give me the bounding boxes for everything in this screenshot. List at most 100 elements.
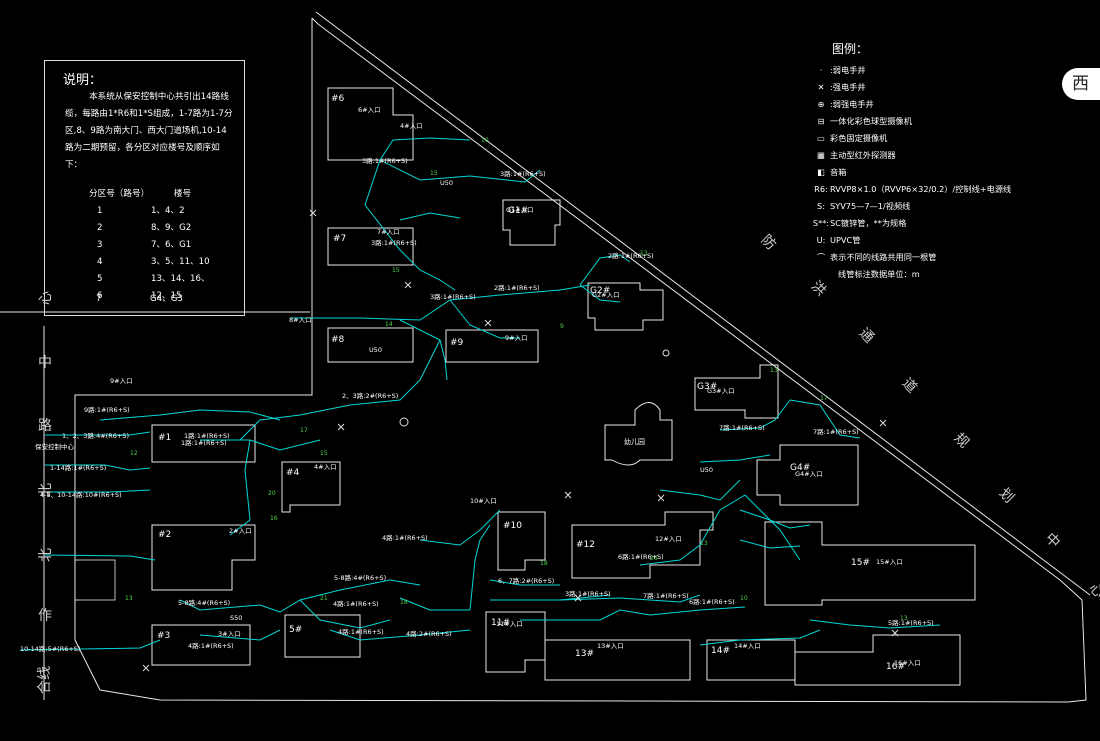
cable-label: 6、7路:2#(R6+S) bbox=[498, 576, 554, 585]
cable-label: U50 bbox=[440, 179, 453, 187]
svg-text:10: 10 bbox=[481, 137, 489, 144]
road-label: 中 bbox=[38, 355, 52, 371]
legend-item-upvc-pipe: U:UPVC管 bbox=[816, 235, 861, 245]
building-label-b1: #1 bbox=[158, 433, 171, 443]
notes-description: 本系统从保安控制中心共引出14路线缆，每路由1*R6和1*S组成，1-7路为1-… bbox=[65, 92, 233, 170]
svg-text:15: 15 bbox=[320, 450, 328, 457]
cable-label: 13#入口 bbox=[597, 642, 624, 650]
building-label-b12: #12 bbox=[576, 540, 595, 550]
cable-label: 6#入口 bbox=[358, 106, 381, 114]
building-label-b14: 14# bbox=[711, 646, 730, 656]
building-label-b16: 16# bbox=[886, 662, 905, 672]
cable-label: 7路:1#(R6+S) bbox=[643, 591, 689, 600]
cable-label: 16#入口 bbox=[894, 659, 921, 667]
svg-text:13: 13 bbox=[640, 250, 648, 257]
cable-label: 2路:1#(R6+S) bbox=[494, 283, 540, 292]
legend-item-strong-well: ✕:强电手井 bbox=[817, 82, 866, 92]
building-1 bbox=[151, 424, 256, 463]
cable-label: 7路:1#(R6+S) bbox=[813, 427, 859, 436]
building-label-b5: 5# bbox=[289, 625, 302, 635]
svg-text:26: 26 bbox=[650, 555, 658, 562]
building-label-b2: #2 bbox=[158, 530, 171, 540]
building-label-b8: #8 bbox=[331, 335, 345, 345]
building-kindergarten bbox=[604, 402, 673, 466]
manhole-marks bbox=[142, 209, 899, 672]
legend-item-fixed-camera: ▭彩色固定摄像机 bbox=[817, 133, 888, 143]
cable-label: 9#入口 bbox=[505, 334, 528, 342]
cable-label: 7#入口 bbox=[377, 228, 400, 236]
cable-label: 3#入口 bbox=[218, 630, 241, 638]
road-label: 作 bbox=[38, 608, 52, 624]
building-12 bbox=[571, 511, 714, 579]
building-5 bbox=[284, 614, 361, 658]
cable-label: 4路:1#(R6+S) bbox=[333, 599, 379, 608]
cable-label: 5路:1#(R6+S) bbox=[888, 618, 934, 627]
cable-label: 1、2、3路:4#(R6+S) bbox=[62, 431, 129, 440]
building-16 bbox=[794, 634, 961, 686]
svg-text:13: 13 bbox=[770, 367, 778, 374]
cable-label: 4#入口 bbox=[314, 463, 337, 471]
cable-label: S50 bbox=[230, 614, 242, 622]
building-11 bbox=[485, 611, 546, 673]
road-label: 路 bbox=[38, 418, 52, 434]
legend-item-r6-cable: R6:RVVP8×1.0（RVVP6×32/0.2）/控制线+电源线 bbox=[814, 184, 1012, 194]
legend-item-sc-pipe: S**:SC镀锌管，**为规格 bbox=[812, 218, 907, 228]
building-label-b10: #10 bbox=[503, 521, 522, 531]
svg-text:18: 18 bbox=[540, 560, 548, 567]
building-3 bbox=[151, 624, 251, 666]
svg-text:13: 13 bbox=[700, 540, 708, 547]
zone-table-header: 分区号（路号） 楼号 bbox=[89, 187, 191, 199]
building-header-label: 楼号 bbox=[173, 189, 192, 199]
building-label-b3: #3 bbox=[157, 631, 170, 641]
building-g1 bbox=[502, 199, 561, 246]
road-label: 心 bbox=[38, 291, 54, 305]
legend-item-shared-pipe: ⌒表示不同的线路共用同一根管 bbox=[816, 252, 937, 262]
building-label-b11: 11# bbox=[491, 618, 510, 628]
road-label: 合线 bbox=[37, 666, 53, 694]
building-7 bbox=[327, 227, 414, 266]
cable-label: 4路:1#(R6+S) bbox=[188, 641, 234, 650]
building-label-b4: #4 bbox=[286, 468, 300, 478]
svg-text:17: 17 bbox=[300, 427, 308, 434]
legend-unit-note: 线管标注数据单位：m bbox=[838, 269, 920, 279]
site-boundary bbox=[74, 17, 1087, 703]
cable-label: 12#入口 bbox=[655, 535, 682, 543]
cable-label: 3路:1#(R6+S) bbox=[362, 156, 408, 165]
building-8 bbox=[327, 327, 414, 363]
cable-label: 2路:1#(R6+S) bbox=[608, 251, 654, 260]
building-10 bbox=[497, 511, 546, 571]
building-4 bbox=[281, 461, 341, 513]
cable-label: 3路:1#(R6+S) bbox=[430, 292, 476, 301]
svg-text:14: 14 bbox=[385, 321, 393, 328]
building-6 bbox=[327, 87, 414, 161]
cable-label: 11#入口 bbox=[496, 620, 523, 628]
cable-label: 14#入口 bbox=[734, 642, 761, 650]
legend-item-mixed-well: ⊕:弱强电手井 bbox=[817, 99, 874, 109]
building-label-g4: G4# bbox=[790, 463, 810, 473]
cable-label: 9路:1#(R6+S) bbox=[84, 405, 130, 414]
building-9 bbox=[445, 329, 539, 363]
legend-item-ir-detector: ▦主动型红外探测器 bbox=[817, 150, 896, 160]
west-badge: 西 bbox=[1062, 68, 1100, 100]
cable-label: 6路:1#(R6+S) bbox=[618, 552, 664, 561]
cable-label: G1#入口 bbox=[506, 206, 534, 214]
cable-routes bbox=[19, 137, 941, 651]
cable-label: 4#入口 bbox=[400, 122, 423, 130]
notes-panel: 说明： 本系统从保安控制中心共引出14路线缆，每路由1*R6和1*S组成，1-7… bbox=[44, 60, 245, 316]
cable-label: 6路:1#(R6+S) bbox=[689, 597, 735, 606]
cable-label: U50 bbox=[700, 466, 713, 474]
cable-label: G3#入口 bbox=[707, 387, 735, 395]
building-2 bbox=[151, 524, 256, 591]
cable-label: 4路:2#(R6+S) bbox=[406, 629, 452, 638]
svg-text:13: 13 bbox=[125, 595, 133, 602]
building-label-g3: G3# bbox=[697, 382, 717, 392]
zone-header-label: 分区号（路号） bbox=[89, 189, 150, 199]
svg-text:16: 16 bbox=[270, 515, 278, 522]
